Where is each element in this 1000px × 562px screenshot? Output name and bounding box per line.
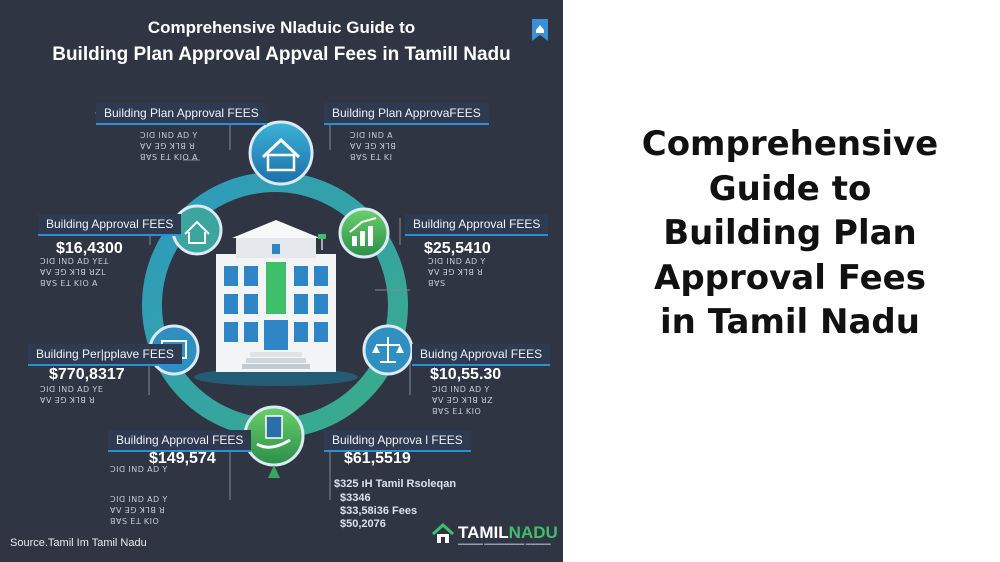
fee-extra-line-4: $50,2076 [340, 518, 386, 530]
fee-amount-bottom-right: $61,5519 [344, 450, 411, 467]
fee-label-mid-right: Building Approval FEES [405, 214, 549, 236]
scale-icon [362, 324, 414, 376]
infographic-title-line1: Comprehensive Nladuic Guide to [147, 18, 416, 37]
filler-text: ꓛꓲꓷ ꓲꓠꓓ ꓮꓓ ꓬꓰꓕ ꓯꓦ ꓱꓨ ꓘꓶꓭ ꓤꓜꓡ ꓭꓯꓢ ꓰꓕ ꓗꓲꓳ … [40, 257, 109, 288]
fee-label-mid-left: Building Approval FEES [38, 214, 182, 236]
filler-text: ꓛꓲꓷ ꓲꓠꓓ ꓮ ꓯꓦ ꓱꓨ ꓘꓶꓭ ꓭꓯꓢ ꓰꓕ ꓗꓲ [350, 131, 397, 162]
filler-text: ꓛꓲꓷ ꓲꓠꓓ ꓮꓓ ꓬ [110, 465, 168, 474]
logo-word-part2: NADU [508, 523, 558, 542]
fee-label-top-left: Building Plan Approval FEES [96, 103, 267, 125]
logo-tagline: ▬▬▬▬▬ ▬▬▬▬▬▬▬▬ ▬▬▬▬▬ [458, 541, 551, 547]
filler-text: ꓛꓲꓷ ꓲꓠꓓ ꓮꓓ ꓬꓰ ꓯꓦ ꓱꓨ ꓘꓶꓭ ꓤ [40, 385, 104, 405]
filler-text: ꓛꓲꓷ ꓲꓠꓓ ꓮꓓ ꓬ ꓯꓦ ꓱꓨ ꓘꓶꓭ ꓤ ꓭꓯꓢ ꓰꓕ ꓗꓲꓳ [110, 495, 168, 526]
fee-amount-mid-left: $16,4300 [56, 240, 123, 257]
fee-label-low-right: Buidng Approval FEES [412, 344, 551, 366]
government-building-icon [194, 220, 358, 386]
filler-text: ꓛꓲꓷ ꓲꓠꓓ ꓮꓓ ꓬ ꓯꓦ ꓱꓨ ꓘꓶꓭ ꓤ ꓭꓯꓢ [428, 257, 486, 288]
hand-building-icon [243, 405, 305, 478]
fee-amount-low-left: $770,8317 [49, 366, 125, 383]
source-note: Source.Tamil Im Tamil Nadu [10, 537, 147, 549]
logo-word-part1: TAMIL [458, 523, 509, 542]
infographic-image: Comprehensive Nladuic Guide to Building … [0, 0, 563, 562]
fee-label-top-right: Building Plan ApprovaFEES [324, 103, 489, 125]
infographic-title-line2: Building Plan Approval Appval Fees in Ta… [52, 44, 511, 65]
house-icon [248, 120, 314, 186]
fee-extra-line-2: $3346 [340, 492, 371, 504]
fee-amount-bottom-left: $149,574 [149, 450, 216, 467]
fee-extra-line-3: $33,58i36 Fees [340, 505, 418, 517]
fee-label-bottom-left: Building Approval FEES [108, 430, 252, 452]
filler-text: ꓛꓲꓷ ꓲꓠꓓ ꓮꓓ ꓬ ꓯꓦ ꓱꓨ ꓘꓶꓭ ꓤꓜ ꓭꓯꓢ ꓰꓕ ꓗꓲꓳ [432, 385, 494, 416]
logo-house-icon [432, 523, 454, 543]
filler-text: ꓛꓲꓷ ꓲꓠꓓ ꓮꓓ ꓬ ꓯꓦ ꓱꓨ ꓘꓶꓭ ꓤ ꓭꓯꓢ ꓰꓕ ꓗꓲꓳ ꓮ [140, 131, 199, 162]
chart-house-icon [338, 207, 390, 259]
bookmark-icon [532, 19, 548, 41]
page-heading: Comprehensive Guide to Building Plan App… [641, 124, 939, 342]
fee-label-low-left: Building Per|pplave FEES [28, 344, 182, 366]
fee-amount-mid-right: $25,5410 [424, 240, 491, 257]
fee-extra-line-1: $325 ıH Tamil Rsoleqan [334, 478, 457, 490]
fee-label-bottom-right: Building Approva l FEES [324, 430, 471, 452]
fee-amount-low-right: $10,55.30 [430, 366, 502, 383]
ring-diagram [95, 112, 465, 500]
